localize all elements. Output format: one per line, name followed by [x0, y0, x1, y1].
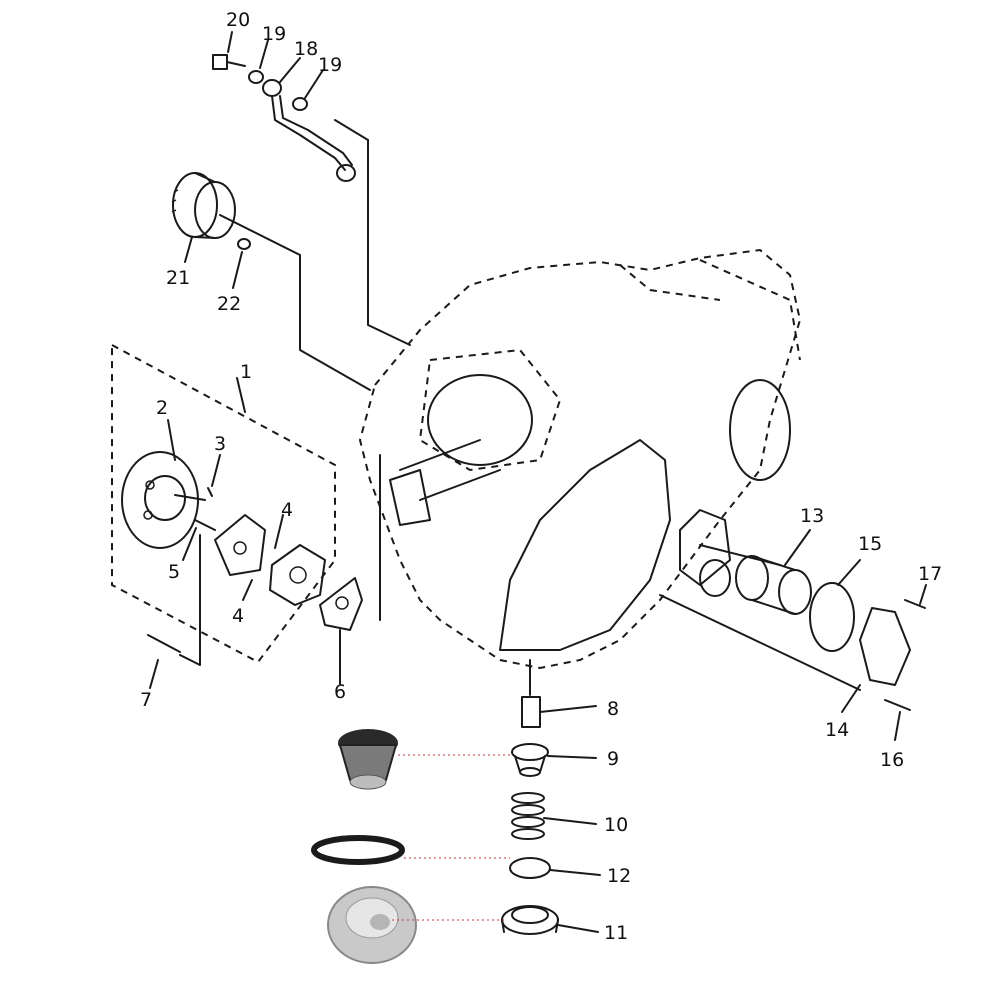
screw-5 [194, 519, 216, 531]
bolt-16 [884, 699, 911, 711]
plug-9 [511, 743, 549, 777]
label-1: 1 [240, 361, 252, 383]
gear-21 [171, 172, 236, 239]
oil-pump-group-outline [111, 343, 336, 664]
plug-11 [501, 905, 559, 935]
label-16: 16 [880, 749, 904, 771]
pin-3 [207, 487, 213, 497]
pin-22 [237, 238, 251, 250]
label-13: 13 [800, 505, 824, 527]
filter-cover-14 [859, 607, 911, 686]
gasket-6 [319, 577, 363, 631]
drain-plug-photo [327, 886, 417, 964]
o-ring-12 [509, 857, 551, 879]
label-15: 15 [858, 533, 882, 555]
oil-pipe-assembly [212, 54, 356, 182]
label-2: 2 [156, 397, 168, 419]
label-18: 18 [294, 38, 318, 60]
label-19b: 19 [318, 54, 342, 76]
crankcase [358, 248, 802, 670]
oil-pump-gear-2 [121, 451, 206, 549]
label-12: 12 [607, 865, 631, 887]
part-labels: 1 2 3 4 4 5 6 7 8 9 10 12 11 13 15 17 14… [140, 9, 942, 944]
label-19a: 19 [262, 23, 286, 45]
o-ring-15 [809, 582, 855, 652]
pump-housing-4 [214, 514, 326, 606]
label-8: 8 [607, 698, 619, 720]
label-4b: 4 [232, 605, 244, 627]
label-17: 17 [918, 563, 942, 585]
label-7: 7 [140, 689, 152, 711]
label-20: 20 [226, 9, 250, 31]
label-5: 5 [168, 561, 180, 583]
spring-10 [511, 792, 545, 840]
o-ring-photo [311, 835, 405, 865]
label-22: 22 [217, 293, 241, 315]
label-14: 14 [825, 719, 849, 741]
filter-housing-gasket [679, 509, 731, 597]
label-3: 3 [214, 433, 226, 455]
bolt-7 [147, 634, 181, 653]
bolt-17 [904, 599, 926, 609]
label-6: 6 [334, 681, 346, 703]
label-21: 21 [166, 267, 190, 289]
pipe-8 [521, 696, 541, 728]
label-9: 9 [607, 748, 619, 770]
oil-filter-13 [735, 555, 812, 615]
label-4a: 4 [281, 499, 293, 521]
label-10: 10 [604, 814, 628, 836]
label-11: 11 [604, 922, 628, 944]
strainer-screen-photo [338, 729, 398, 790]
